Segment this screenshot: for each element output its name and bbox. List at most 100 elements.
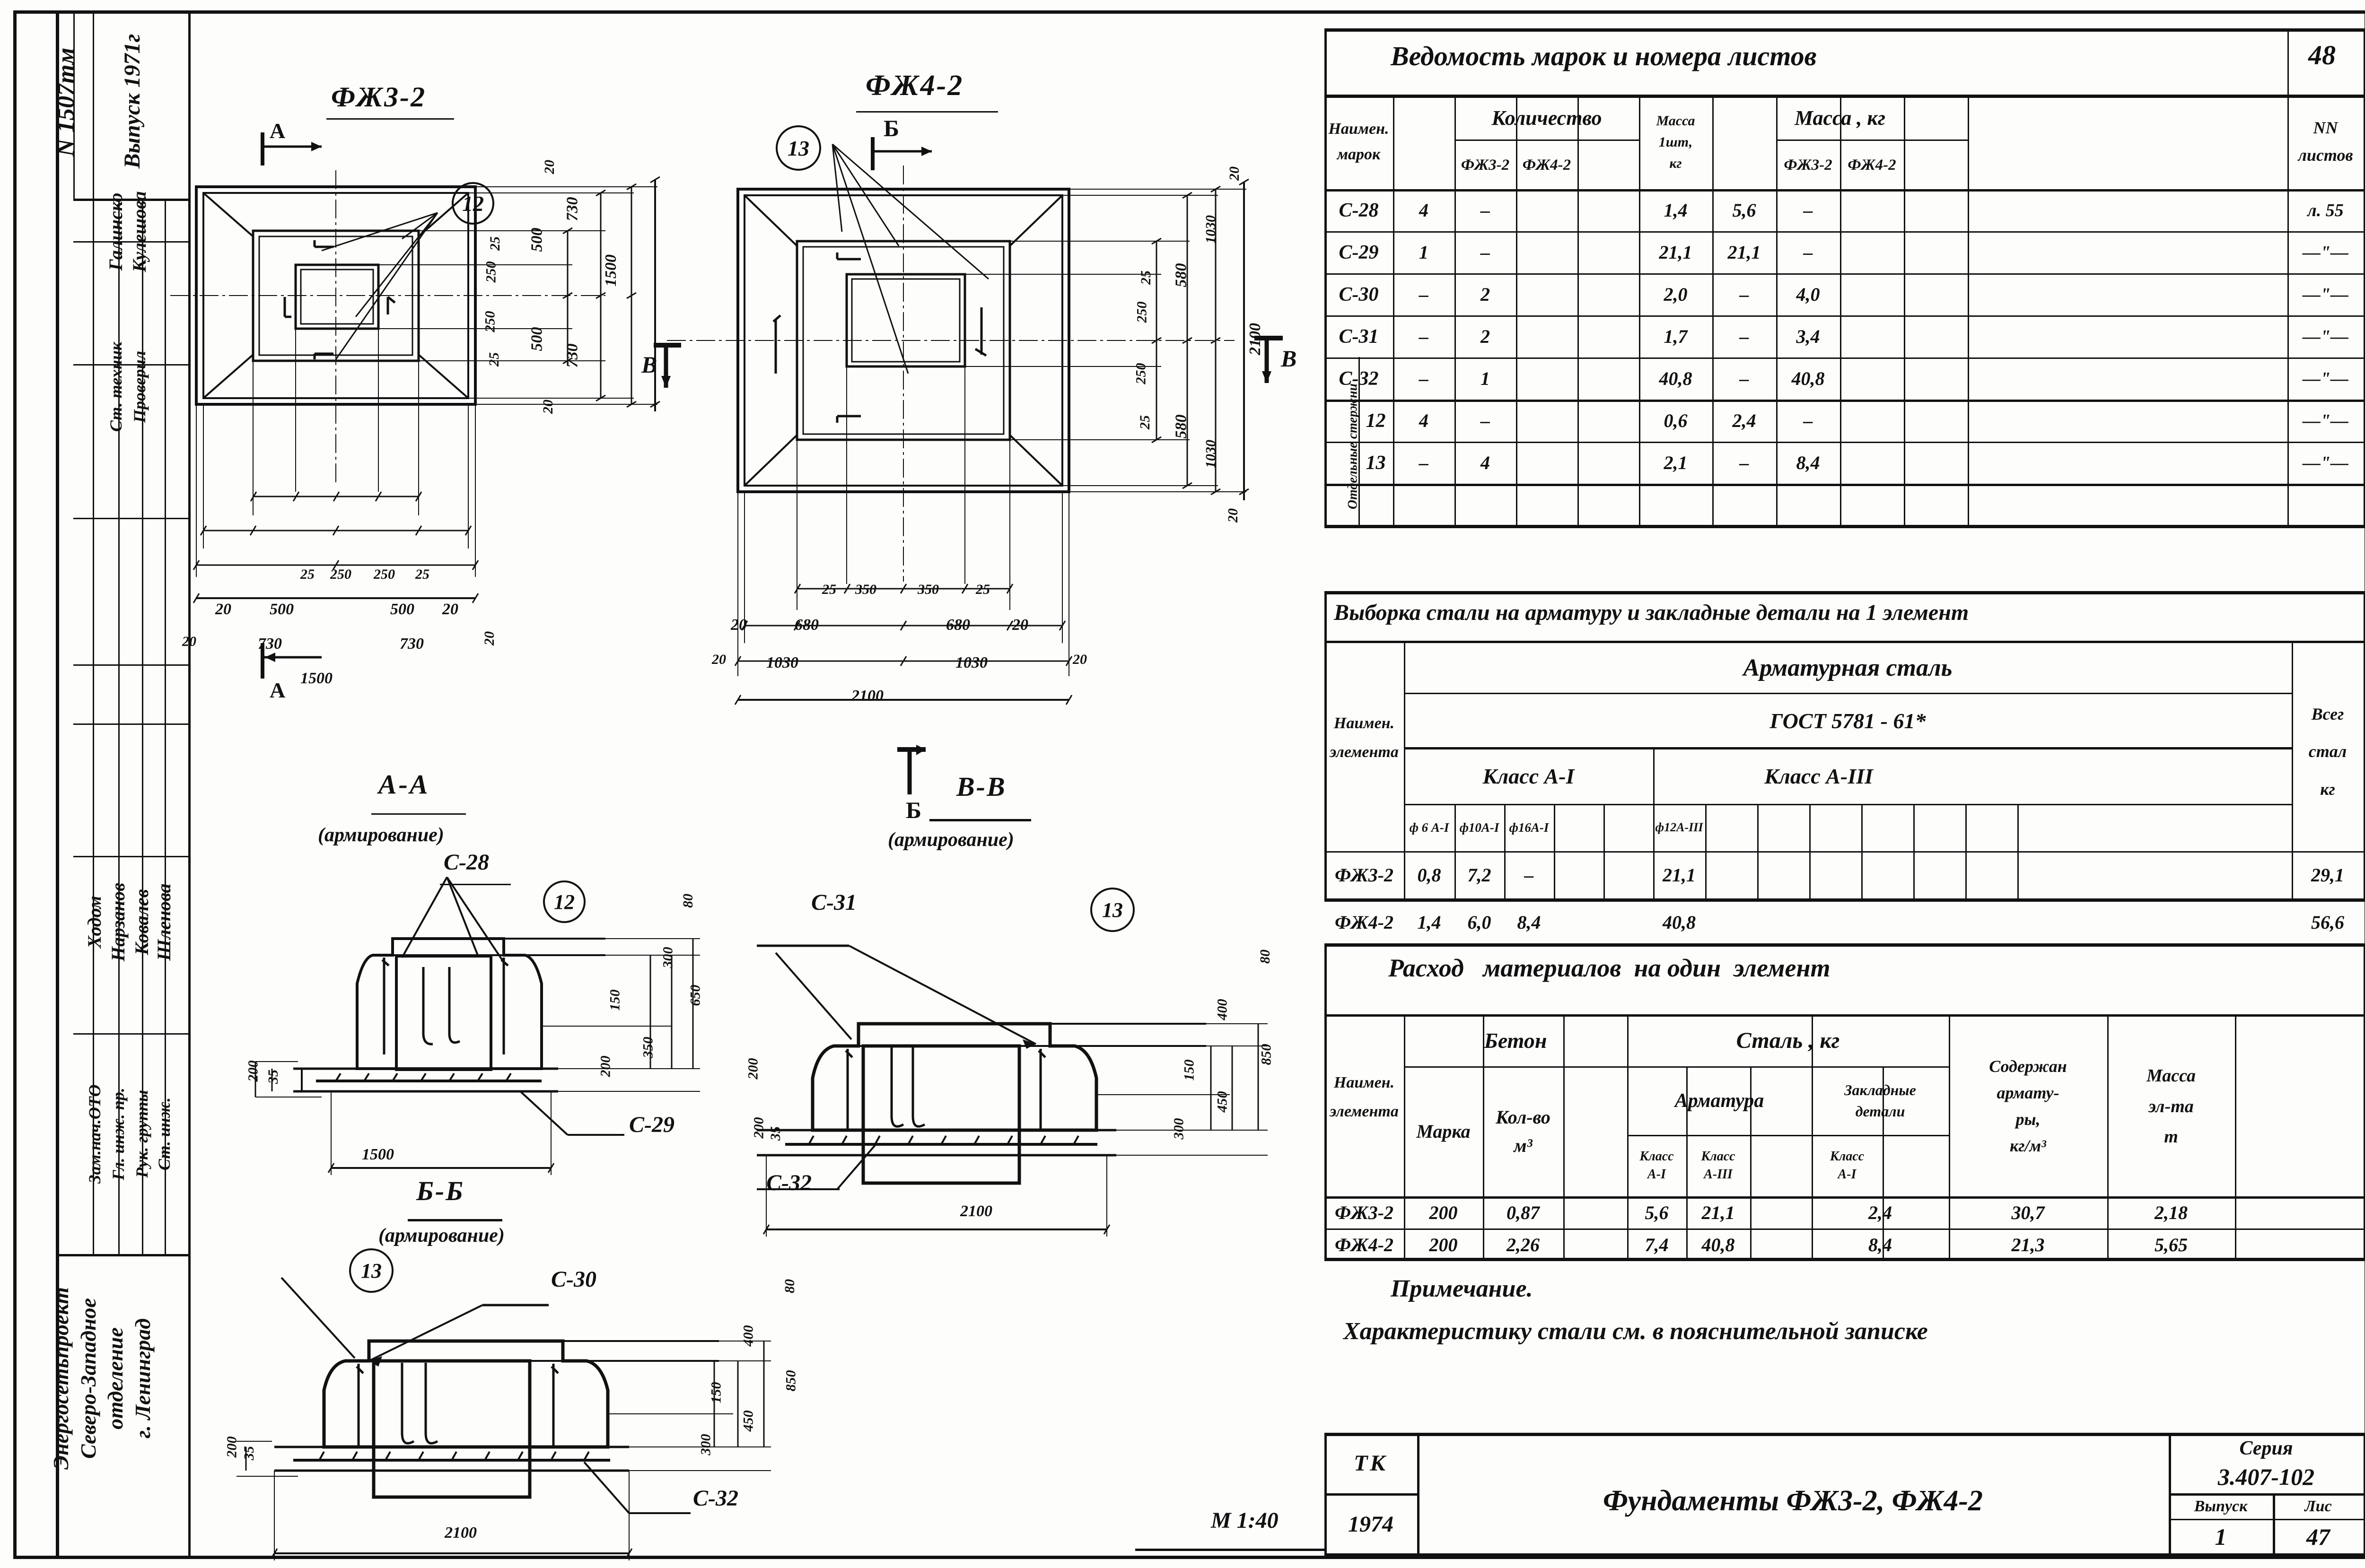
f3-dim-500-b: 500 bbox=[390, 601, 414, 618]
f4-rdim-20-top: 20 bbox=[1226, 166, 1242, 181]
t2-cell-total-0: 29,1 bbox=[2311, 864, 2344, 886]
left-role-glinzh: Гл. инж. пр. bbox=[109, 1088, 128, 1180]
t3-cell-mass-1: 5,65 bbox=[2155, 1234, 2188, 1255]
t2-cell-d12-0: 21,1 bbox=[1663, 864, 1696, 886]
t3-h-arm-sub bbox=[1627, 1135, 1949, 1136]
t1-cell-mark-0: С-28 bbox=[1339, 199, 1379, 221]
organization-text: Энергосетьпроект Северо-Западное отделен… bbox=[49, 1287, 155, 1470]
section-bb-dim-450: 450 bbox=[740, 1410, 756, 1432]
t2-head-naimen: Наимен. элемента bbox=[1330, 714, 1399, 761]
section-vv-dim-200-left: 200 bbox=[751, 1117, 767, 1139]
f4-rdim-1030a: 1030 bbox=[1203, 215, 1218, 244]
t2-head-gost: ГОСТ 5781 - 61* bbox=[1769, 708, 1926, 733]
t3-head-armatura: Арматура bbox=[1674, 1090, 1764, 1112]
t2-cell-d10-1: 6,0 bbox=[1467, 911, 1491, 933]
t2-top bbox=[1324, 591, 2365, 594]
frame-bottom bbox=[13, 1556, 2365, 1559]
t3-cell-elem-0: ФЖ3-2 bbox=[1334, 1202, 1394, 1223]
plan-f4-balloon-13: 13 bbox=[776, 125, 821, 171]
section-vv-mark-b: Б bbox=[897, 745, 926, 823]
t1-cell-m1-1: 21,1 bbox=[1659, 242, 1692, 263]
t1-v5 bbox=[1639, 95, 1640, 526]
t3-top bbox=[1324, 943, 2365, 947]
t3-v1 bbox=[1404, 1014, 1405, 1259]
t1-cell-q2-0: – bbox=[1480, 200, 1490, 221]
t3-head-emb-class: Класс А-I bbox=[1830, 1149, 1865, 1182]
t2-v1 bbox=[1404, 641, 1405, 900]
t2-title-bottom bbox=[1324, 641, 2365, 643]
t3-cell-emb-0: 2,4 bbox=[1868, 1202, 1892, 1223]
t3-cell-a1-1: 7,4 bbox=[1645, 1234, 1669, 1255]
row-divider bbox=[1324, 400, 2364, 402]
t1-cell-mm3-0 bbox=[1840, 189, 1904, 231]
svg-text:А: А bbox=[270, 678, 285, 702]
t1-cell-mm4-7 bbox=[1904, 484, 1968, 526]
left-role-rukgr: Рук. группы bbox=[132, 1089, 151, 1178]
t2-v-s5 bbox=[1705, 804, 1707, 900]
section-vv-title: В-В bbox=[956, 771, 1007, 802]
t1-cell-sheet-2: —"— bbox=[2302, 284, 2349, 305]
t3-head-kolvo: Кол-во м³ bbox=[1496, 1106, 1550, 1156]
t1-cell-mm3-3 bbox=[1840, 315, 1904, 357]
f4-dim-680-a: 680 bbox=[795, 616, 819, 634]
t1-cell-mark-1: С-29 bbox=[1339, 241, 1379, 263]
t2-head-d12: ф12А-III bbox=[1655, 820, 1703, 834]
f4-rdim-250b: 250 bbox=[1133, 363, 1149, 384]
f3-dim-250-b: 250 bbox=[374, 566, 395, 582]
tb-series-value: 3.407-102 bbox=[2217, 1463, 2315, 1490]
t1-v6 bbox=[1712, 95, 1714, 526]
t1-cell-q2-8 bbox=[1454, 526, 1516, 568]
t1-cell-q3-8 bbox=[1516, 526, 1577, 568]
t3-cell-content-1: 21,3 bbox=[2011, 1234, 2045, 1255]
t3-v6 bbox=[1750, 1066, 1752, 1259]
t3-head-arm-a3: Класс А-III bbox=[1701, 1149, 1735, 1182]
section-aa-dim-300: 300 bbox=[660, 947, 676, 968]
t1-cell-mm1-4: – bbox=[1739, 368, 1749, 389]
t1-cell-sheet-6: —"— bbox=[2302, 453, 2349, 473]
tb-v1 bbox=[1417, 1433, 1419, 1555]
doc-number: N 1507тм bbox=[53, 47, 79, 157]
t3-cell-kolvo-1: 2,26 bbox=[1507, 1234, 1540, 1255]
section-aa-dim-80: 80 bbox=[680, 894, 696, 908]
left-block-divider-4 bbox=[142, 199, 143, 1254]
f4-rdim-25b: 25 bbox=[1137, 415, 1153, 429]
t1-cell-mm4-2 bbox=[1904, 273, 1968, 315]
plan-f4-title-underline bbox=[856, 111, 998, 113]
notes-label: Примечание. bbox=[1391, 1275, 1533, 1302]
tb-v3 bbox=[2273, 1493, 2275, 1555]
row-divider bbox=[1324, 273, 2364, 275]
section-aa-dim-200-left: 200 bbox=[245, 1060, 261, 1082]
svg-text:Б: Б bbox=[884, 115, 899, 141]
t2-v-s7 bbox=[1809, 804, 1811, 900]
t2-v-s3 bbox=[1554, 804, 1555, 900]
tb-code: ТК bbox=[1354, 1450, 1388, 1476]
t1-cell-mm3-7 bbox=[1840, 484, 1904, 526]
t2-v-s8 bbox=[1861, 804, 1863, 900]
t1-left bbox=[1324, 28, 1327, 526]
left-name-hodom: Ходом bbox=[84, 896, 105, 949]
t1-cell-mm1-6: – bbox=[1739, 452, 1749, 473]
left-name-kovalev: Ковалев bbox=[131, 889, 152, 955]
t1-cell-mm1-0: 5,6 bbox=[1732, 200, 1756, 221]
t1-cell-sheet-4: —"— bbox=[2302, 368, 2349, 389]
left-role-stinzh: Ст. инж. bbox=[155, 1097, 174, 1171]
t2-head-d10: ф10А-I bbox=[1459, 820, 1499, 835]
plan-f3-balloon-12: 12 bbox=[452, 182, 494, 225]
t1-head-mass-f3: ФЖ3-2 bbox=[1784, 156, 1832, 174]
section-vv-dim-2100: 2100 bbox=[960, 1202, 992, 1220]
f4-dim-total-2100: 2100 bbox=[851, 687, 884, 705]
t1-cell-sheet-7 bbox=[2287, 484, 2364, 526]
t3-left bbox=[1324, 943, 1327, 1259]
section-bb-underline bbox=[408, 1219, 502, 1221]
left-block-hline-4 bbox=[73, 518, 190, 519]
f3-dim-25-a: 25 bbox=[300, 566, 315, 582]
t1-cell-blank-0 bbox=[1968, 189, 2287, 231]
t1-cell-mm3-2 bbox=[1840, 273, 1904, 315]
f4-dim-680-b: 680 bbox=[946, 616, 970, 634]
left-block-hline-1 bbox=[73, 199, 190, 201]
t1-cell-mm4-4 bbox=[1904, 357, 1968, 400]
f3-dim-20-a: 20 bbox=[215, 601, 231, 618]
f3-dim-20-b: 20 bbox=[442, 601, 458, 618]
t3-cell-elem-1: ФЖ4-2 bbox=[1334, 1234, 1394, 1255]
t1-cell-q2-3: 2 bbox=[1480, 326, 1490, 347]
